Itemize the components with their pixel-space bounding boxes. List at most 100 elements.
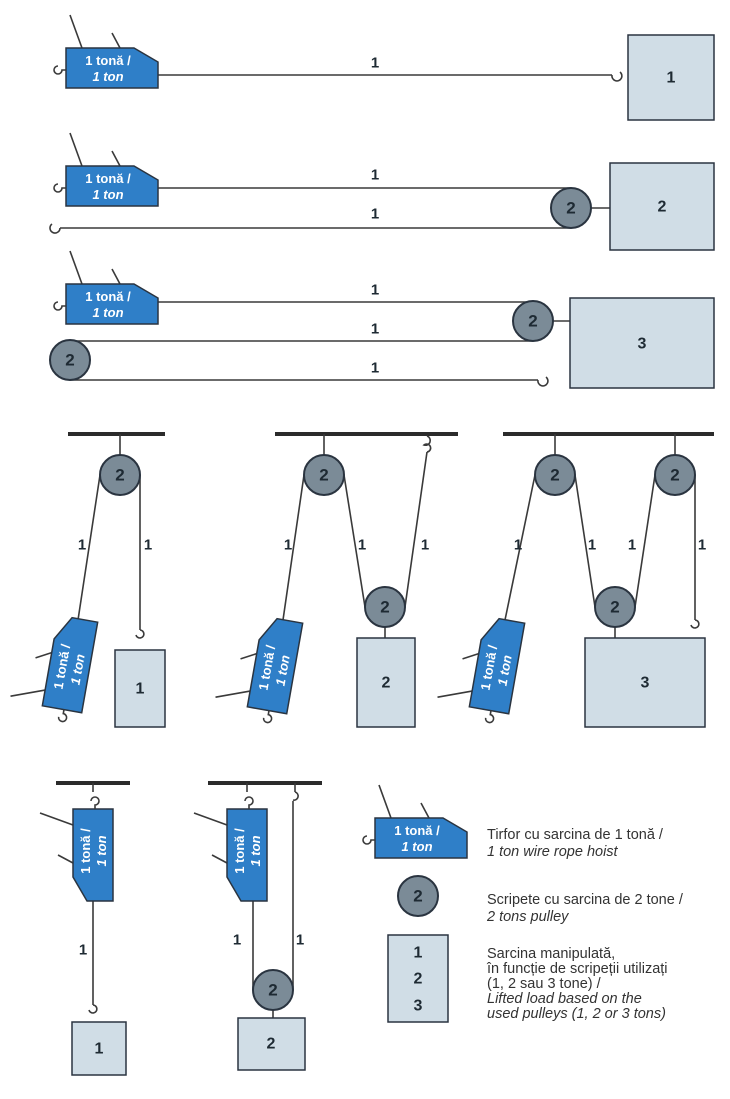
legend-load-text-en: Lifted load based on the [487,991,642,1007]
rope-load-label: 1 [144,537,152,554]
diagram-vertical-2: 2 2 1 1 1 2 1 tonă / 1 ton [211,432,458,728]
rope-load-label: 1 [371,167,379,184]
load-label: 1 [414,945,423,962]
rope-load-label: 1 [371,360,379,377]
diagram-vertical-1: 2 1 1 1 1 tonă / 1 ton [6,432,166,728]
load-box [356,637,416,728]
rope-load-label: 1 [628,537,636,554]
hoist-label: 1 tonă / [85,289,131,304]
legend-load-text-en: used pulleys (1, 2 or 3 tons) [487,1006,666,1022]
hoist-label-en: 1 ton [68,653,88,686]
pulley-label: 2 [319,466,328,485]
pulley-icon [654,454,696,496]
pulley-label: 2 [528,312,537,331]
hook-icon [135,629,145,639]
diagram-hanging-1: 1 1 1 tonă / 1 ton [39,781,130,1076]
pulley-icon [364,586,406,628]
wire-rope-hoist: 1 tonă / 1 ton [39,796,114,902]
hook-icon [292,791,299,801]
legend-hoist-text-en: 1 ton wire rope hoist [487,844,619,860]
hoist-label-en: 1 ton [401,839,432,854]
hoist-label-en: 1 ton [92,69,123,84]
legend: 1 tonă / 1 ton Tirfor cu sarcina de 1 to… [362,784,684,1023]
hook-icon [690,619,700,629]
pulley-label: 2 [670,466,679,485]
pulley-icon [49,339,91,381]
load-label: 1 [95,1041,104,1058]
pulley-label: 2 [566,199,575,218]
pulley-icon [99,454,141,496]
legend-load-icon [387,934,449,1023]
load-box [569,297,715,389]
hook-icon [611,71,623,82]
rope [77,474,101,621]
rope-load-label: 1 [371,321,379,338]
wire-rope-hoist: 1 tonă / 1 ton [53,132,159,207]
rope-load-label: 1 [371,282,379,299]
pulley-label: 2 [380,598,389,617]
pulley-icon [303,454,345,496]
hoist-label: 1 tonă / [394,823,440,838]
legend-pulley-text: Scripete cu sarcina de 2 tone / [487,892,684,908]
load-box [114,649,166,728]
load-label: 1 [136,681,145,698]
pulley-icon [512,300,554,342]
rope [404,451,428,608]
load-label: 3 [641,675,650,692]
load-label: 2 [414,971,423,988]
load-label: 2 [267,1036,276,1053]
pulley-icon [594,586,636,628]
hoist-label: 1 tonă / [232,828,247,874]
rope-load-label: 1 [698,537,706,554]
pulley-icon [550,187,592,229]
legend-load-text: (1, 2 sau 3 tone) / [487,976,602,992]
load-box [71,1021,127,1076]
pulley-label: 2 [550,466,559,485]
wire-rope-hoist: 1 tonă / 1 ton [433,609,526,727]
load-label: 2 [658,199,667,216]
wire-rope-hoist: 1 tonă / 1 ton [53,14,159,89]
hoist-label-en: 1 ton [94,835,109,866]
rope-load-label: 1 [421,537,429,554]
legend-load-text: Sarcina manipulată, [487,946,615,962]
rope-load-label: 1 [588,537,596,554]
hoist-label: 1 tonă / [85,171,131,186]
hoist-label: 1 tonă / [78,828,93,874]
legend-hoist-icon: 1 tonă / 1 ton [362,784,468,859]
diagram-horizontal-1: 1 1 1 tonă / 1 ton [53,14,715,121]
hoist-label-en: 1 ton [92,187,123,202]
rope-load-label: 1 [371,206,379,223]
diagram-horizontal-2: 1 1 2 2 1 tonă / 1 ton [49,132,715,251]
rope-load-label: 1 [78,537,86,554]
wire-rope-hoist: 1 tonă / 1 ton [211,609,304,727]
wire-rope-hoist: 1 tonă / 1 ton [193,796,268,902]
hoist-label-en: 1 ton [248,835,263,866]
load-box [627,34,715,121]
rope [574,474,596,608]
pulley-label: 2 [413,887,422,906]
legend-load-text: în funcție de scripeții utilizați [486,961,668,977]
legend-hoist-text: Tirfor cu sarcina de 1 tonă / [487,827,664,843]
load-box [237,1017,306,1071]
pulley-label: 2 [268,981,277,1000]
hoist-label-en: 1 ton [92,305,123,320]
legend-pulley-text-en: 2 tons pulley [486,909,569,925]
rope [504,474,536,621]
pulley-label: 2 [610,598,619,617]
hook-icon [422,435,432,453]
load-label: 3 [414,998,423,1015]
hook-icon [88,1004,98,1014]
load-label: 1 [667,70,676,87]
hook-icon [49,223,61,234]
rope [343,474,366,608]
wire-rope-hoist: 1 tonă / 1 ton [53,250,159,325]
legend-pulley-icon [397,875,439,917]
pulley-label: 2 [115,466,124,485]
load-label: 2 [382,675,391,692]
pulley-icon [252,969,294,1011]
hoist-label-en: 1 ton [495,654,515,687]
hook-icon [537,376,549,387]
load-box [584,637,706,728]
load-label: 3 [638,336,647,353]
